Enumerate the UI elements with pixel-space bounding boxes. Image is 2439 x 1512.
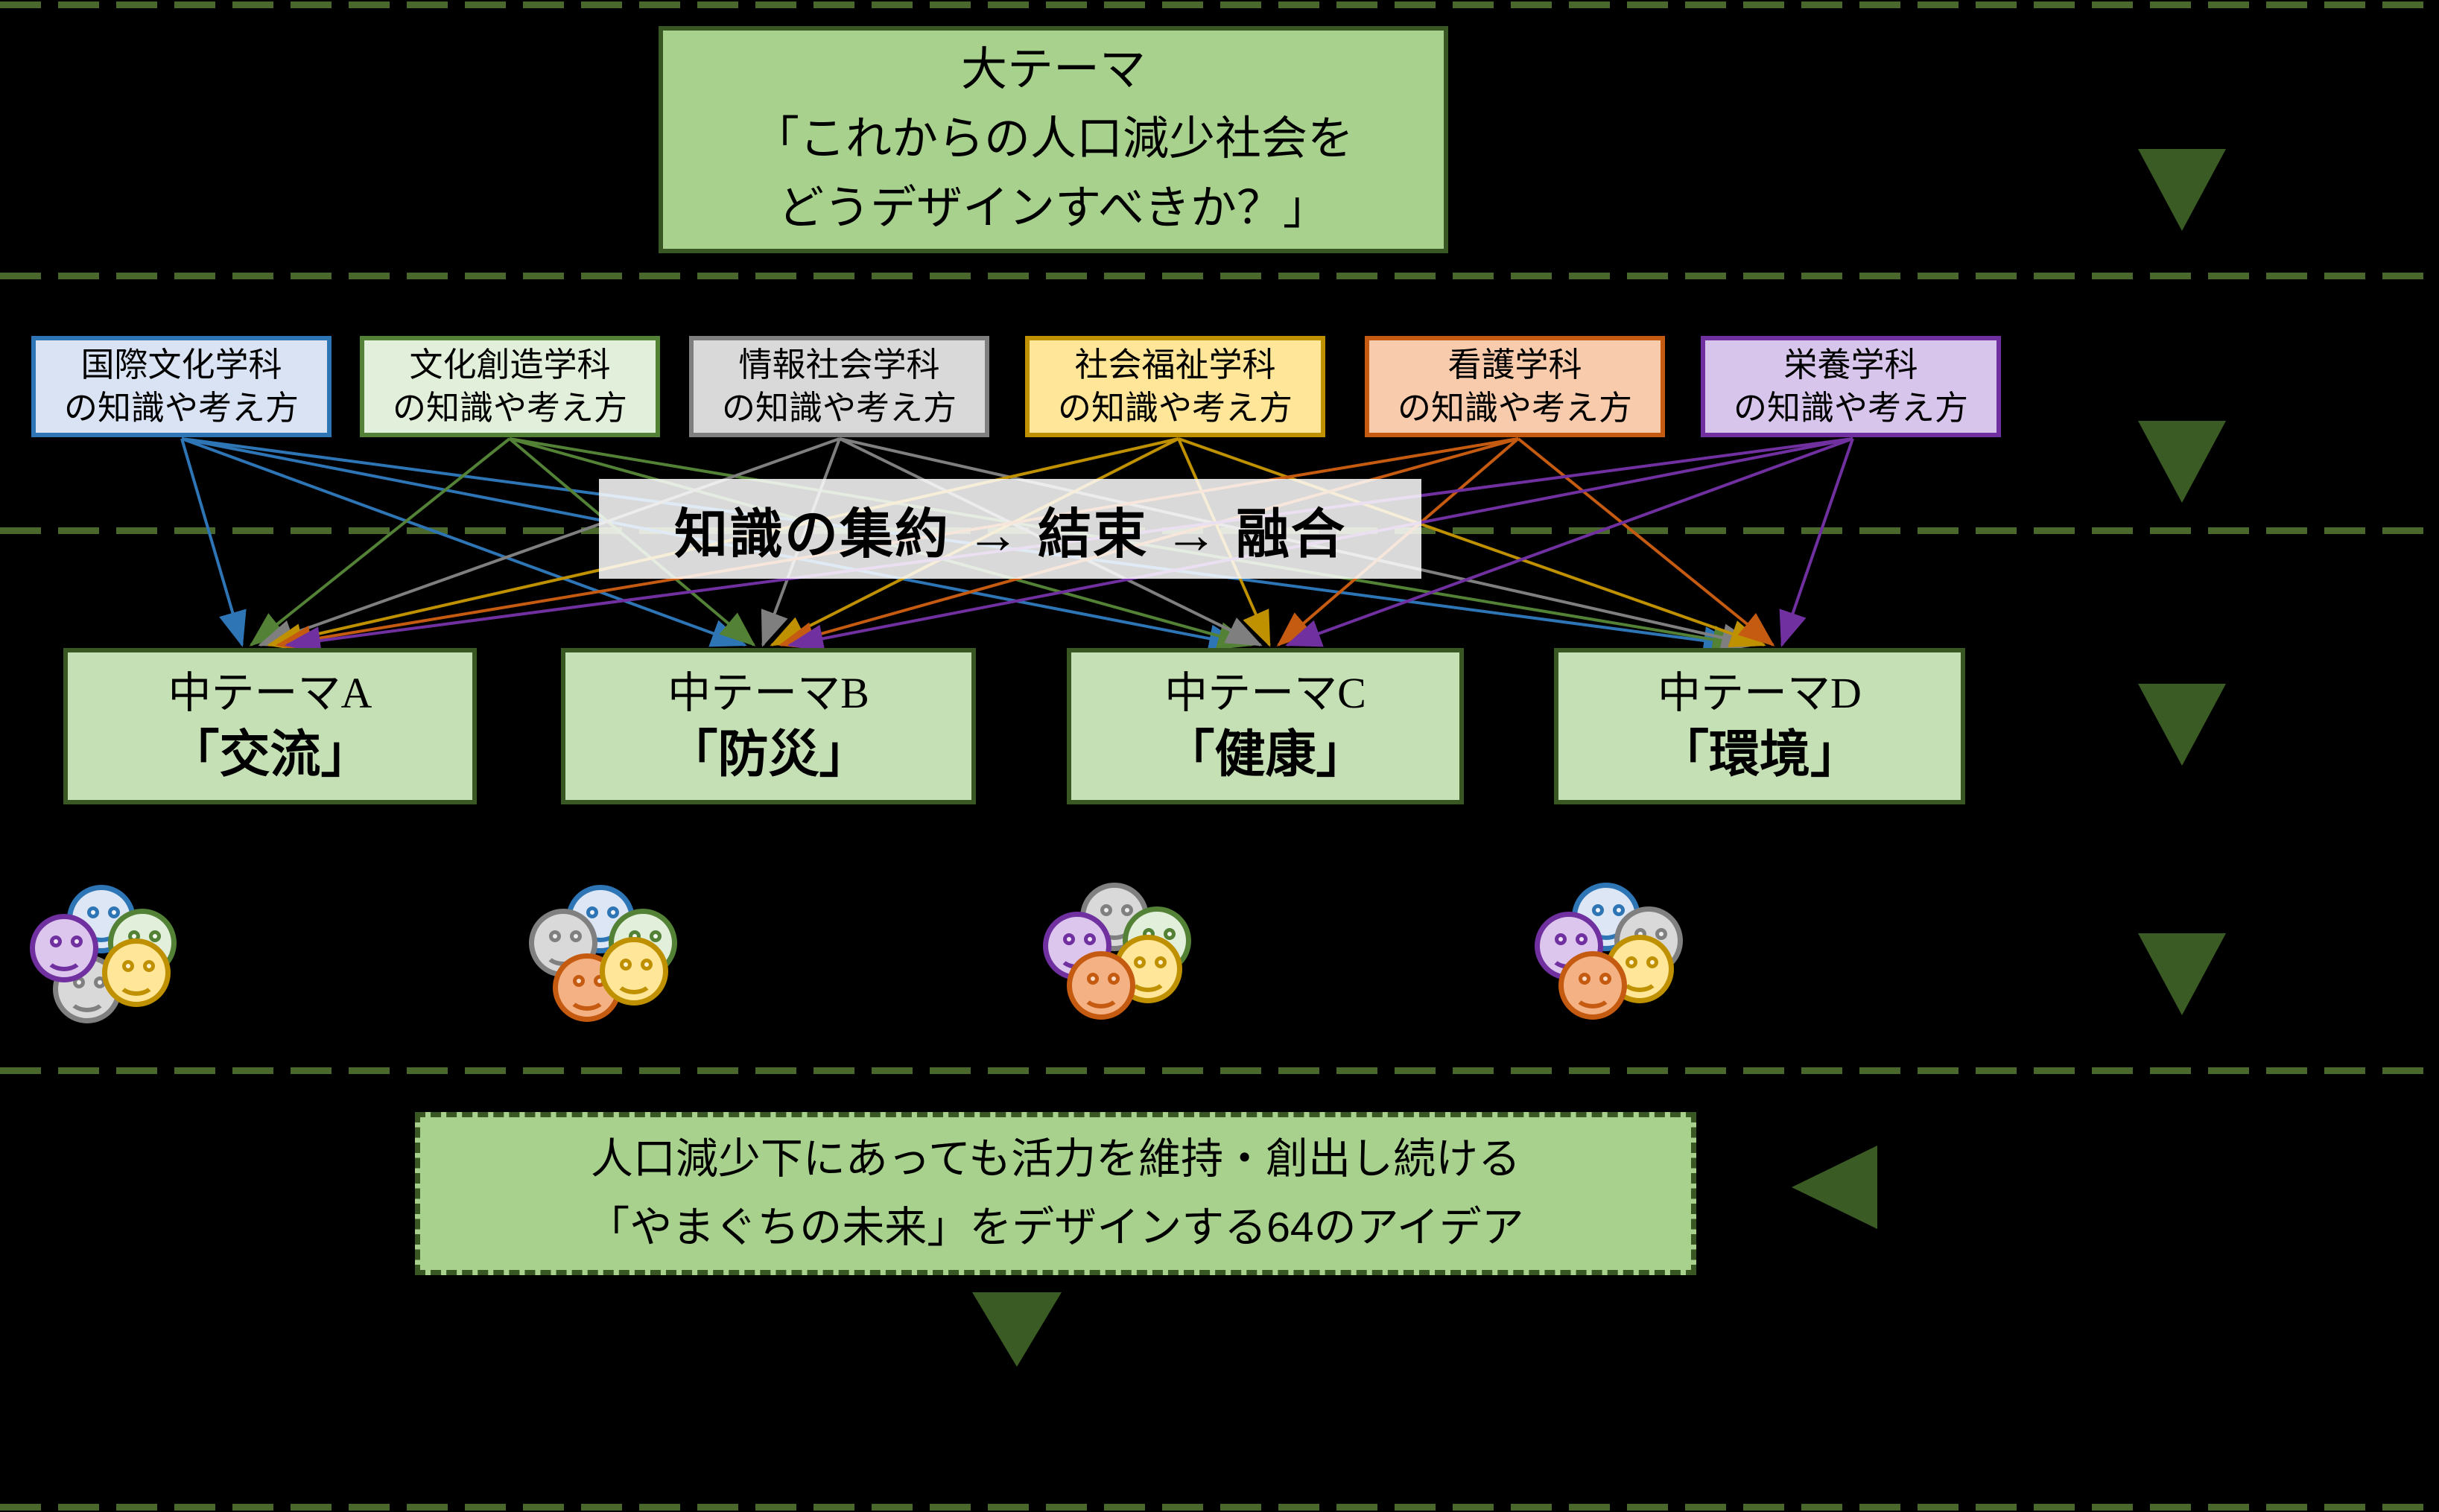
purple-smiley-face-icon — [1535, 912, 1603, 980]
dashed-divider-2 — [0, 273, 2439, 279]
yellow-smiley-face-icon — [600, 937, 668, 1006]
fusion-label: 知識の集約 → 結束 → 融合 — [673, 504, 1347, 565]
dashed-divider-4 — [0, 1067, 2439, 1074]
result-line2: 「やまぐちの未来」をデザインする64のアイデア — [587, 1203, 1524, 1251]
dept-subtitle: の知識や考え方 — [1733, 389, 1968, 427]
dept-subtitle: の知識や考え方 — [1057, 389, 1293, 427]
big-theme-question-line2: どうデザインすべきか？」 — [778, 183, 1329, 234]
stage-arrow-down-1 — [2138, 149, 2226, 231]
mid-theme-title: 中テーマC — [1164, 669, 1366, 718]
face-smile — [1620, 964, 1659, 992]
mid-theme-keyword: 「健康」 — [1164, 725, 1367, 783]
mid-theme-title: 中テーマB — [667, 669, 869, 718]
big-theme-box: 大テーマ 「これからの人口減少社会を どうデザインすべきか？」 — [659, 26, 1448, 253]
dept-subtitle: の知識や考え方 — [63, 389, 299, 427]
dept-subtitle: の知識や考え方 — [721, 389, 957, 427]
dept-name: 社会福祉学科 — [1074, 346, 1276, 384]
stage-arrow-down-4 — [2138, 933, 2226, 1015]
big-theme-title: 大テーマ — [960, 45, 1146, 95]
dept-box-kango: 看護学科 の知識や考え方 — [1365, 336, 1665, 437]
dept-name: 栄養学科 — [1783, 346, 1918, 384]
face-smile — [1587, 912, 1626, 940]
dept-box-kokusai: 国際文化学科 の知識や考え方 — [31, 336, 332, 437]
stage-arrow-down-2 — [2138, 421, 2226, 503]
mid-theme-title: 中テーマD — [1658, 669, 1862, 718]
face-smile — [568, 982, 606, 1011]
bottom-arrow-down-icon — [972, 1292, 1062, 1367]
mid-theme-keyword: 「防災」 — [667, 725, 870, 783]
face-smile — [1095, 912, 1134, 940]
result-arrow-left-icon — [1792, 1146, 1877, 1229]
mid-theme-a-box: 中テーマA 「交流」 — [63, 648, 477, 804]
team-faces-icon-1 — [30, 885, 186, 1034]
face-smile — [1573, 980, 1612, 1008]
face-smile — [581, 914, 620, 942]
face-smile — [117, 968, 156, 996]
purple-smiley-face-icon — [30, 914, 98, 982]
orange-smiley-face-icon — [1067, 951, 1135, 1020]
stage-arrow-down-3 — [2138, 684, 2226, 766]
face-smile — [615, 966, 653, 994]
mid-theme-b-box: 中テーマB 「防災」 — [561, 648, 976, 804]
face-smile — [45, 943, 83, 971]
dept-name: 文化創造学科 — [409, 346, 611, 384]
dept-name: 看護学科 — [1447, 346, 1582, 384]
mid-theme-title: 中テーマA — [168, 669, 372, 718]
dept-name: 情報社会学科 — [738, 346, 940, 384]
knowledge-connector — [249, 437, 511, 647]
face-smile — [1082, 980, 1120, 1008]
dept-box-eiyou: 栄養学科 の知識や考え方 — [1701, 336, 2001, 437]
dept-name: 国際文化学科 — [80, 346, 282, 384]
face-smile — [68, 984, 107, 1012]
team-faces-icon-3 — [1043, 883, 1199, 1032]
mid-theme-c-box: 中テーマC 「健康」 — [1067, 648, 1464, 804]
mid-theme-keyword: 「環境」 — [1658, 725, 1861, 783]
knowledge-connector — [1779, 438, 1854, 647]
knowledge-connector — [180, 438, 247, 647]
dept-box-fukushi: 社会福祉学科 の知識や考え方 — [1025, 336, 1325, 437]
dashed-divider-5 — [0, 1504, 2439, 1511]
result-box: 人口減少下にあっても活力を維持・創出し続ける 「やまぐちの未来」をデザインする6… — [415, 1112, 1696, 1275]
face-smile — [82, 914, 121, 942]
knowledge-connector — [1517, 437, 1775, 647]
mid-theme-d-box: 中テーマD 「環境」 — [1554, 648, 1965, 804]
team-faces-icon-4 — [1535, 883, 1691, 1032]
dept-subtitle: の知識や考え方 — [392, 389, 627, 427]
dashed-divider-1 — [0, 1, 2439, 8]
dept-subtitle: の知識や考え方 — [1397, 389, 1632, 427]
big-theme-question-line1: 「これからの人口減少社会を — [752, 114, 1354, 165]
mid-theme-keyword: 「交流」 — [168, 725, 372, 783]
dept-box-bunka-souzou: 文化創造学科 の知識や考え方 — [360, 336, 660, 437]
yellow-smiley-face-icon — [102, 938, 171, 1007]
dept-box-jouhou: 情報社会学科 の知識や考え方 — [689, 336, 989, 437]
orange-smiley-face-icon — [1558, 951, 1627, 1020]
team-faces-icon-2 — [529, 885, 685, 1034]
result-line1: 人口減少下にあっても活力を維持・創出し続ける — [590, 1135, 1521, 1184]
face-smile — [1129, 964, 1167, 992]
fusion-box: 知識の集約 → 結束 → 融合 — [599, 479, 1421, 579]
